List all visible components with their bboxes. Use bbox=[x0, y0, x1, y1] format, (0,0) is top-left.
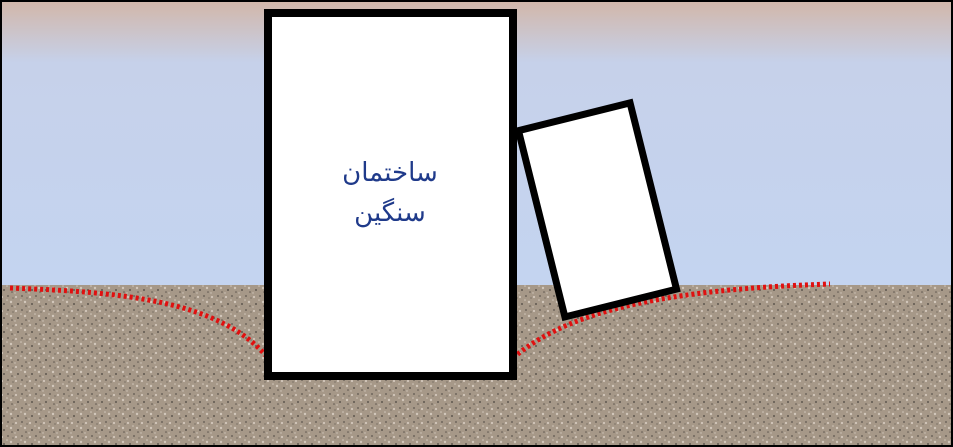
heavy-building-label-line2: سنگین bbox=[354, 197, 426, 228]
heavy-building-label-line1: ساختمان bbox=[342, 158, 438, 188]
heavy-building: ساختمان سنگین bbox=[268, 13, 513, 376]
